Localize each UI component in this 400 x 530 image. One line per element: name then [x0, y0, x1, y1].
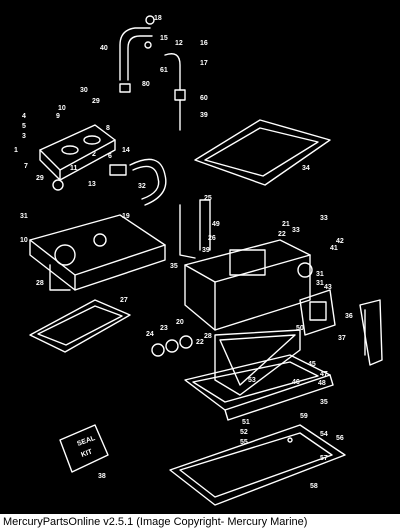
callout-label: 31: [316, 271, 324, 278]
callout-label: 48: [318, 380, 326, 387]
callout-label: 22: [278, 231, 286, 238]
callout-label: 47: [320, 371, 328, 378]
callout-label: 60: [200, 95, 208, 102]
callout-label: 58: [310, 483, 318, 490]
callout-label: 23: [160, 325, 168, 332]
callout-label: 29: [92, 98, 100, 105]
callout-label: 38: [98, 473, 106, 480]
callout-label: 59: [300, 413, 308, 420]
bracket: [359, 299, 383, 366]
callout-label: 49: [212, 221, 220, 228]
callout-label: 7: [24, 163, 28, 170]
callout-label: 39: [200, 112, 208, 119]
elbow-hose: [164, 53, 181, 91]
callout-label: 2: [92, 151, 96, 158]
callout-label: 30: [80, 87, 88, 94]
callout-label: 57: [320, 455, 328, 462]
callout-label: 61: [160, 67, 168, 74]
seal-kit-text: SEAL KIT: [76, 435, 97, 459]
callout-label: 21: [282, 221, 290, 228]
callout-label: 40: [100, 45, 108, 52]
callout-label: 19: [122, 213, 130, 220]
callout-label: 36: [345, 313, 353, 320]
callout-label: 28: [36, 280, 44, 287]
vent-hose: [119, 27, 151, 81]
callout-label: 26: [208, 235, 216, 242]
intake-plate: [299, 289, 336, 336]
upper-body: [39, 124, 116, 171]
callout-label: 11: [70, 165, 78, 172]
seal-kit-line1: SEAL: [76, 435, 97, 448]
callout-label: 56: [336, 435, 344, 442]
copyright-footer: MercuryPartsOnline v2.5.1 (Image Copyrig…: [0, 514, 400, 530]
callout-label: 15: [160, 35, 168, 42]
callout-label: 41: [330, 245, 338, 252]
callout-label: 39: [202, 247, 210, 254]
callout-label: 6: [108, 153, 112, 160]
callout-label: 35: [170, 263, 178, 270]
fitting-block: [119, 83, 131, 93]
callout-label: 46: [292, 379, 300, 386]
gasket-frame: [194, 119, 331, 186]
callout-label: 80: [142, 81, 150, 88]
callout-label: 1: [14, 147, 18, 154]
callout-label: 13: [88, 181, 96, 188]
callout-label: 33: [292, 227, 300, 234]
callout-label: 53: [248, 377, 256, 384]
callout-label: 43: [324, 284, 332, 291]
silencer-housing: [184, 239, 311, 331]
callout-label: 51: [242, 419, 250, 426]
callout-label: 16: [200, 40, 208, 47]
callout-label: 35: [320, 399, 328, 406]
callout-label: 24: [146, 331, 154, 338]
callout-label: 10: [20, 237, 28, 244]
bottom-plate: [169, 424, 346, 506]
callout-label: 50: [296, 325, 304, 332]
seal-kit-box: [59, 424, 109, 473]
callout-label: 52: [240, 429, 248, 436]
callout-label: 34: [302, 165, 310, 172]
seal-kit-line2: KIT: [80, 448, 94, 459]
callout-label: 42: [336, 238, 344, 245]
callout-label: 9: [56, 113, 60, 120]
callout-label: 17: [200, 60, 208, 67]
callout-label: 22: [196, 339, 204, 346]
callout-label: 14: [122, 147, 130, 154]
callout-label: 3: [22, 133, 26, 140]
callout-label: 55: [240, 439, 248, 446]
callout-label: 4: [22, 113, 26, 120]
callout-label: 31: [20, 213, 28, 220]
callout-label: 8: [106, 125, 110, 132]
callout-label: 18: [154, 15, 162, 22]
callout-label: 5: [22, 123, 26, 130]
callout-label: 12: [175, 40, 183, 47]
callout-label: 25: [204, 195, 212, 202]
o-ring: [151, 343, 165, 357]
callout-label: 29: [36, 175, 44, 182]
callout-label: 32: [138, 183, 146, 190]
callout-label: 45: [308, 361, 316, 368]
fitting: [145, 15, 155, 25]
callout-label: 10: [58, 105, 66, 112]
base-gasket: [29, 299, 131, 353]
callout-label: 33: [320, 215, 328, 222]
callout-label: 28: [204, 333, 212, 340]
callout-label: 20: [176, 319, 184, 326]
callout-label: 31: [316, 280, 324, 287]
callout-label: 37: [338, 335, 346, 342]
callout-label: 54: [320, 431, 328, 438]
fuel-hose: [129, 158, 167, 206]
callout-label: 27: [120, 297, 128, 304]
